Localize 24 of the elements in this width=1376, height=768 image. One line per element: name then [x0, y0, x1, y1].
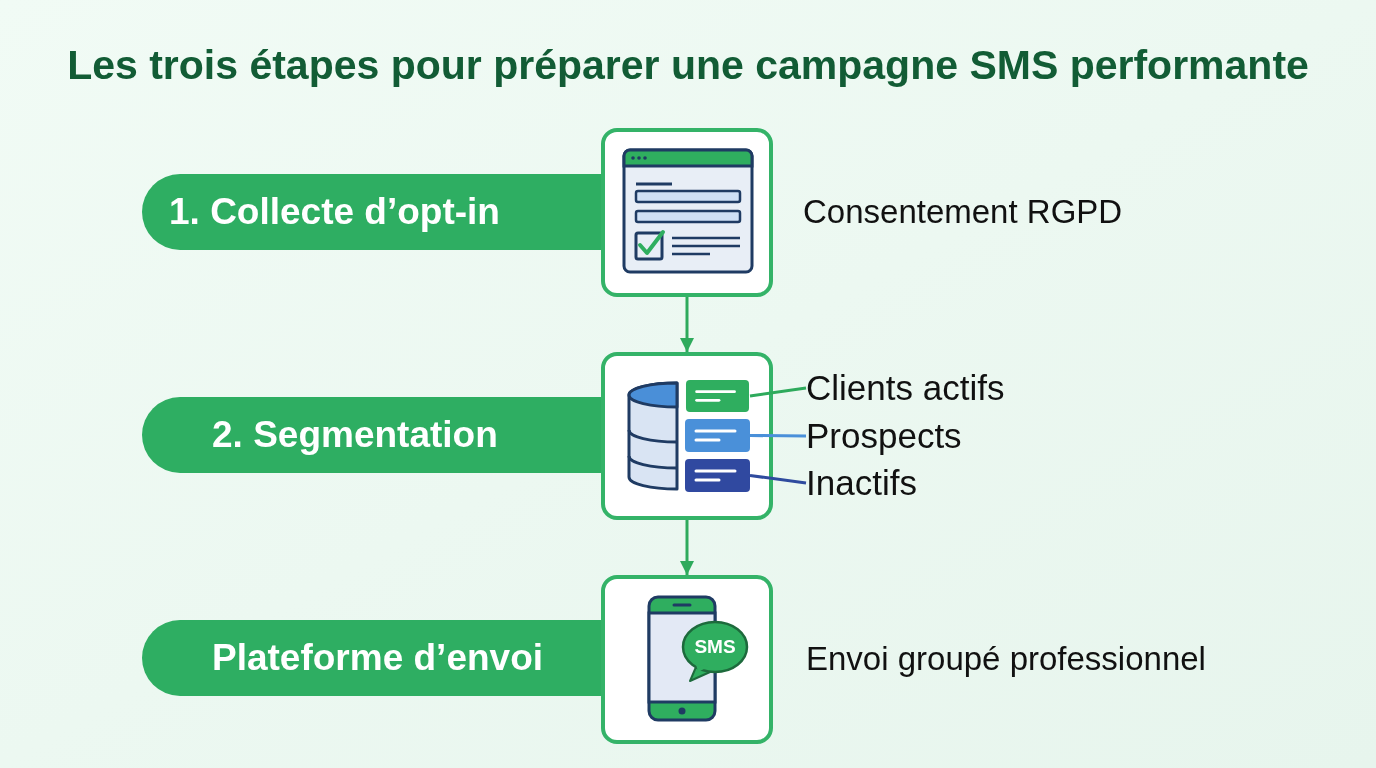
segment-label: Clients actifs — [806, 366, 1005, 410]
leader-line — [749, 386, 807, 398]
segment-label: Inactifs — [806, 461, 917, 505]
caption-text: Consentement RGPD — [803, 192, 1123, 232]
step-banner — [142, 620, 601, 696]
icon-card — [601, 128, 773, 297]
step-banner — [142, 174, 601, 250]
segment-bar — [685, 380, 750, 412]
segment-bar — [685, 459, 750, 492]
segment-bar — [685, 419, 750, 452]
icon-card — [601, 575, 773, 744]
icon-card — [601, 352, 773, 520]
segment-label: Prospects — [806, 414, 962, 458]
step-title: Plateforme d’envoi — [212, 637, 544, 679]
step-banner — [142, 397, 601, 473]
arrow — [680, 297, 694, 352]
step-title: 1. Collecte d’opt-in — [169, 191, 500, 233]
leader-line — [749, 474, 807, 485]
caption-text: Envoi groupé professionnel — [806, 639, 1206, 679]
title: Les trois étapes pour préparer une campagne SMS performante — [66, 41, 1310, 90]
arrow — [680, 520, 694, 575]
leader-line — [750, 434, 806, 438]
bubble-text: SMS — [694, 636, 736, 658]
step-title: 2. Segmentation — [212, 414, 498, 456]
